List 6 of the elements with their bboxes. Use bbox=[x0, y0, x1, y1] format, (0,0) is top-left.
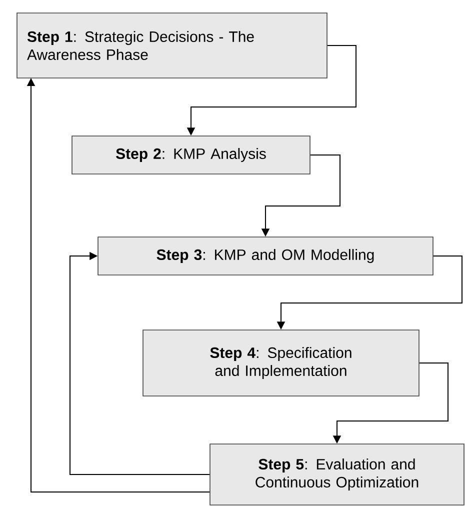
process-box: Step 2: KMP Analysis bbox=[72, 136, 310, 174]
process-box: Step 4: Specification and Implementation bbox=[142, 330, 420, 396]
process-box: Step 3: KMP and OM Modelling bbox=[98, 236, 434, 276]
process-box: Step 5: Evaluation and Continuous Optimization bbox=[210, 444, 464, 506]
process-box: Step 1: Strategic Decisions - The Awareness Phase bbox=[16, 12, 328, 78]
arrow bbox=[70, 252, 210, 475]
